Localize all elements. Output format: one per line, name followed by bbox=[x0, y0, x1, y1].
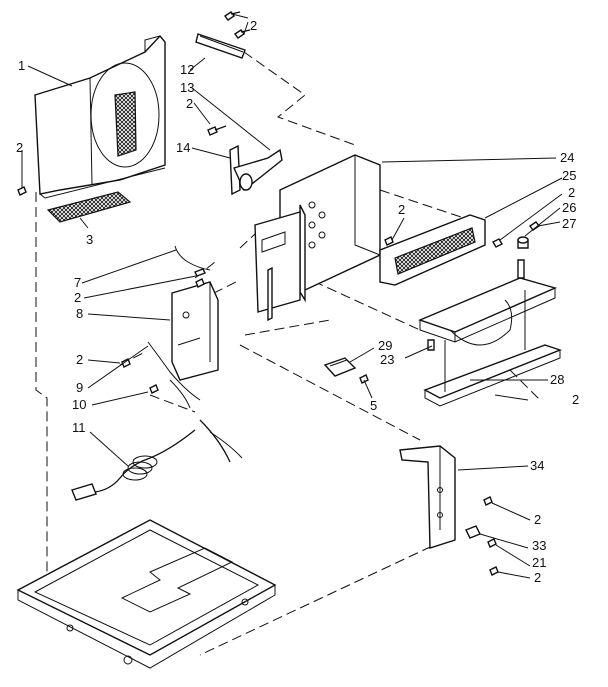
base-bracket bbox=[418, 259, 563, 407]
callout-2-base: 2 bbox=[572, 392, 579, 407]
grommet-and-screw bbox=[492, 221, 541, 249]
main-partition bbox=[254, 154, 381, 322]
leader-lines bbox=[21, 13, 563, 579]
callout-25: 25 bbox=[562, 168, 576, 183]
callout-2-left: 2 bbox=[16, 140, 23, 155]
callout-2-bracket-screw: 2 bbox=[76, 352, 83, 367]
callout-5: 5 bbox=[370, 398, 377, 413]
callout-27: 27 bbox=[562, 216, 576, 231]
switch bbox=[323, 357, 369, 384]
callout-34: 34 bbox=[530, 458, 544, 473]
callout-12: 12 bbox=[180, 62, 194, 77]
screw-partition bbox=[384, 236, 394, 246]
callout-21: 21 bbox=[532, 555, 546, 570]
callout-2-top: 2 bbox=[250, 18, 257, 33]
power-cord bbox=[71, 419, 243, 501]
callout-labels: 1 2 12 13 2 14 2 3 24 25 2 26 27 2 7 2 8… bbox=[16, 18, 579, 585]
callout-3: 3 bbox=[86, 232, 93, 247]
front-panel-shroud bbox=[34, 34, 166, 199]
callout-2-bracket: 2 bbox=[186, 96, 193, 111]
callout-29: 29 bbox=[378, 338, 392, 353]
callout-2-partition: 2 bbox=[398, 202, 405, 217]
filter-panel bbox=[46, 191, 132, 223]
top-bracket bbox=[195, 33, 246, 59]
callout-7: 7 bbox=[74, 275, 81, 290]
callout-2-lead: 2 bbox=[74, 290, 81, 305]
callout-28: 28 bbox=[550, 372, 564, 387]
callout-23: 23 bbox=[380, 352, 394, 367]
vent-lever-assembly bbox=[207, 125, 283, 196]
screws-top bbox=[223, 11, 251, 39]
callout-11: 11 bbox=[72, 420, 86, 435]
callout-2-bottom: 2 bbox=[534, 570, 541, 585]
rear-grille bbox=[379, 214, 486, 286]
wire-lead bbox=[174, 245, 211, 277]
callout-1: 1 bbox=[18, 58, 25, 73]
callout-24: 24 bbox=[560, 150, 574, 165]
callout-33: 33 bbox=[532, 538, 546, 553]
assembly-lines bbox=[35, 51, 541, 656]
callout-26: 26 bbox=[562, 200, 576, 215]
callout-8: 8 bbox=[76, 306, 83, 321]
base-pan bbox=[16, 519, 277, 669]
control-bracket bbox=[171, 281, 219, 381]
callout-10: 10 bbox=[72, 397, 86, 412]
callout-2-side: 2 bbox=[534, 512, 541, 527]
callout-9: 9 bbox=[76, 380, 83, 395]
callout-2-grille: 2 bbox=[568, 185, 575, 200]
side-bracket bbox=[399, 445, 499, 576]
callout-14: 14 bbox=[176, 140, 190, 155]
callout-13: 13 bbox=[180, 80, 194, 95]
wire-harness bbox=[147, 341, 201, 409]
